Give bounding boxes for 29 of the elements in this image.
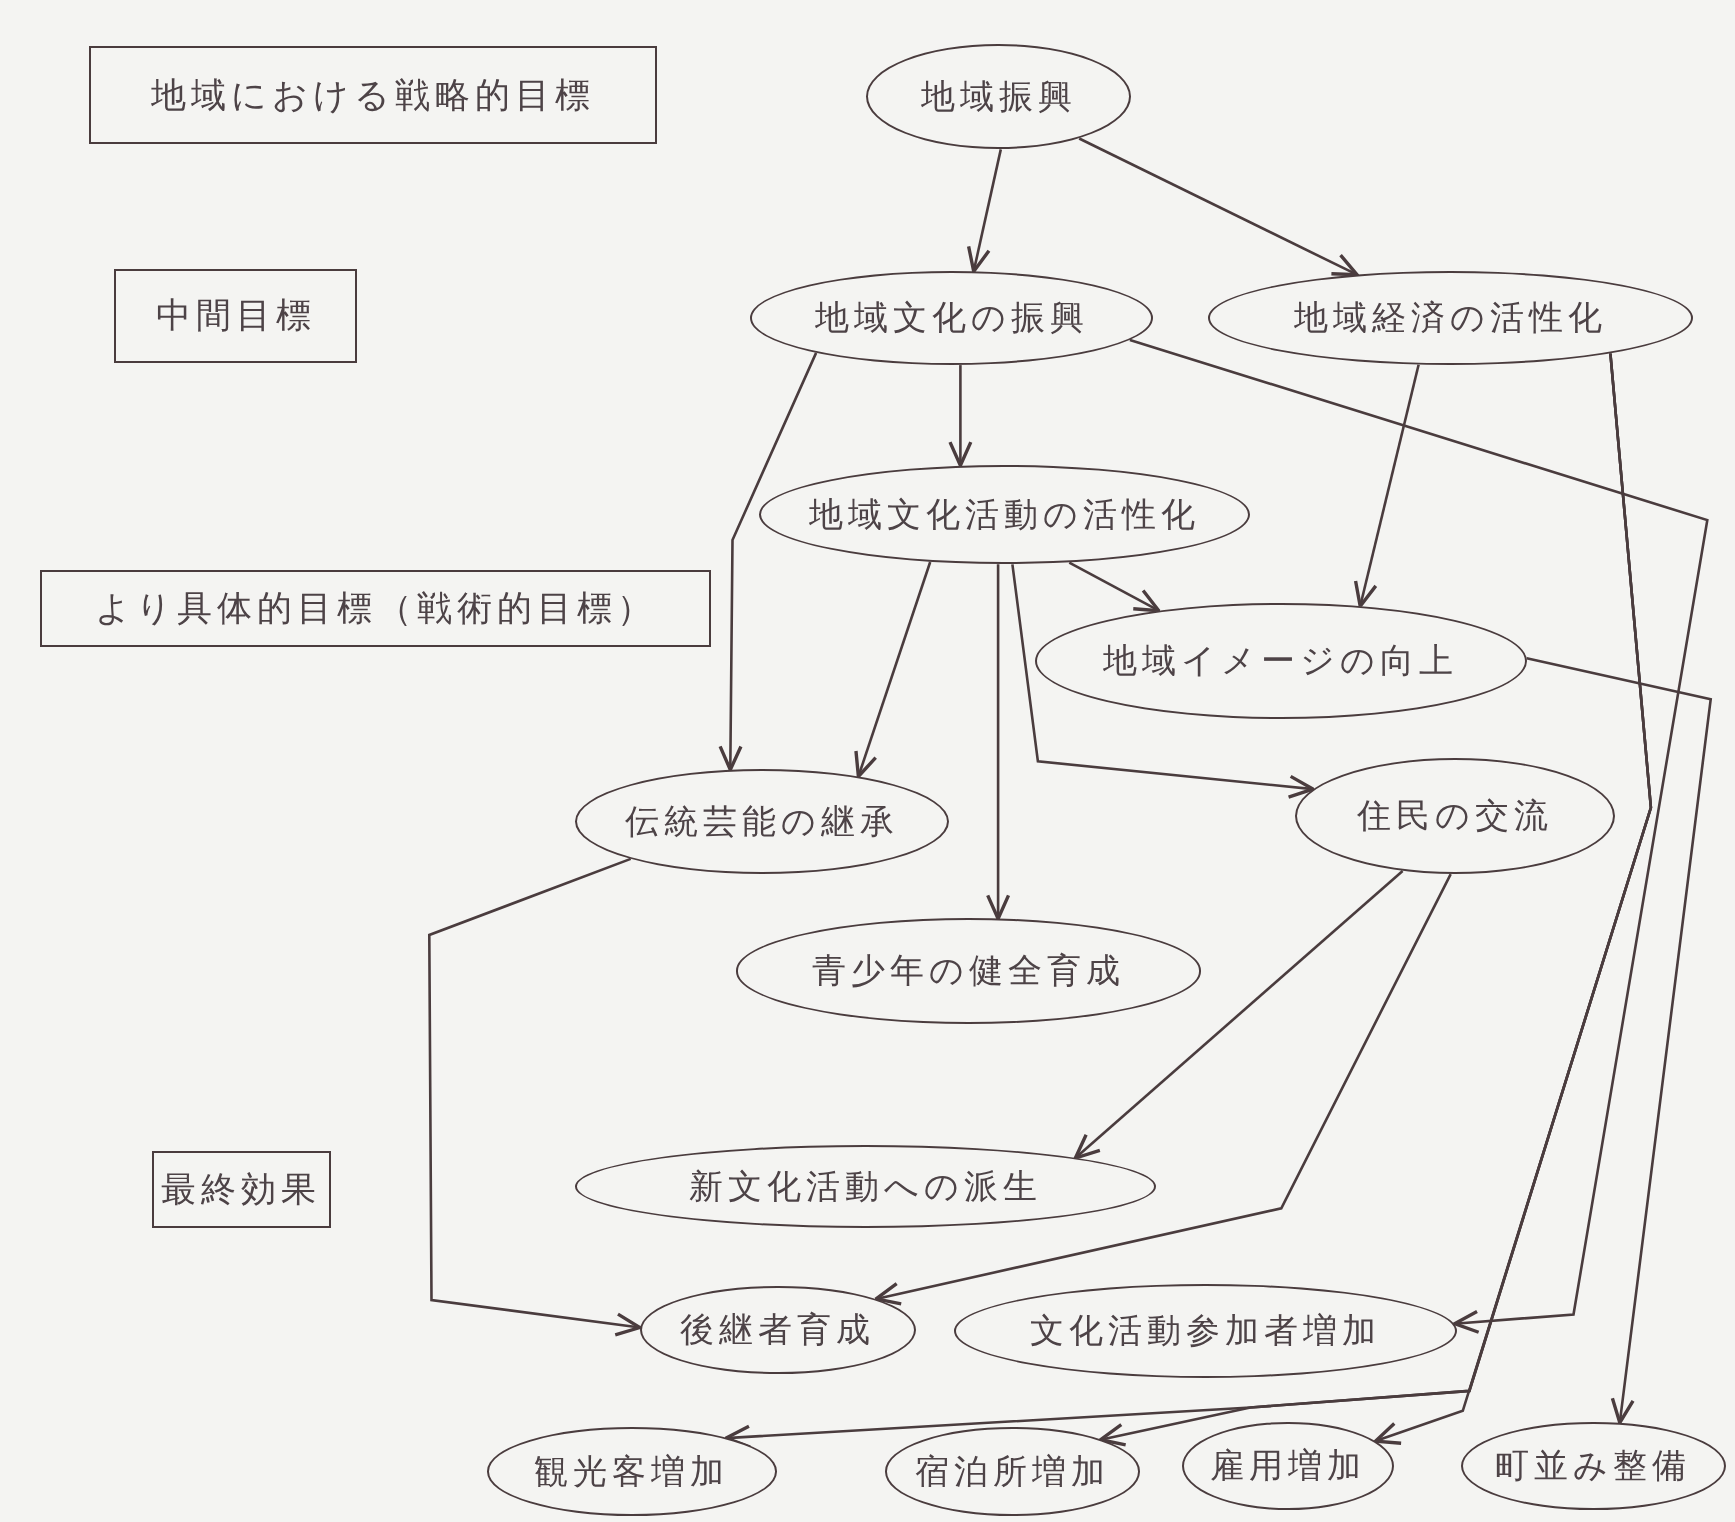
arrow (966, 149, 1003, 274)
goal-ellipse: 後継者育成 (639, 1285, 917, 1375)
goal-ellipse: 地域文化活動の活性化 (759, 464, 1251, 565)
goal-level-label: 中間目標 (113, 268, 358, 363)
goal-ellipse: 青少年の健全育成 (735, 918, 1201, 1024)
arrow (718, 352, 818, 772)
goal-ellipse: 町並み整備 (1460, 1421, 1727, 1511)
goal-ellipse: 新文化活動への派生 (575, 1145, 1157, 1229)
goal-ellipse: 観光客増加 (486, 1427, 777, 1516)
arrow (986, 564, 1011, 921)
goal-ellipse: 雇用増加 (1181, 1421, 1395, 1511)
arrow (874, 873, 1452, 1306)
goal-level-label: 最終効果 (151, 1150, 331, 1229)
arrow (1098, 353, 1653, 1447)
goal-level-label: より具体的目標（戦術的目標） (39, 569, 712, 648)
arrow (1011, 564, 1315, 799)
goal-ellipse: 伝統芸能の継承 (575, 769, 950, 875)
goal-ellipse: 地域イメージの向上 (1034, 603, 1527, 720)
arrow (1129, 338, 1709, 1334)
goal-ellipse: 地域振興 (866, 44, 1131, 150)
goal-level-label: 地域における戦略的目標 (88, 46, 658, 144)
arrow (1073, 869, 1404, 1160)
goal-ellipse: 地域経済の活性化 (1208, 271, 1693, 366)
goal-ellipse: 宿泊所増加 (885, 1427, 1140, 1516)
goal-ellipse: 地域文化の振興 (750, 271, 1153, 366)
goal-ellipse: 文化活動参加者増加 (953, 1283, 1458, 1378)
arrow (1078, 137, 1359, 277)
goal-ellipse: 住民の交流 (1294, 757, 1616, 875)
arrow (428, 857, 642, 1337)
